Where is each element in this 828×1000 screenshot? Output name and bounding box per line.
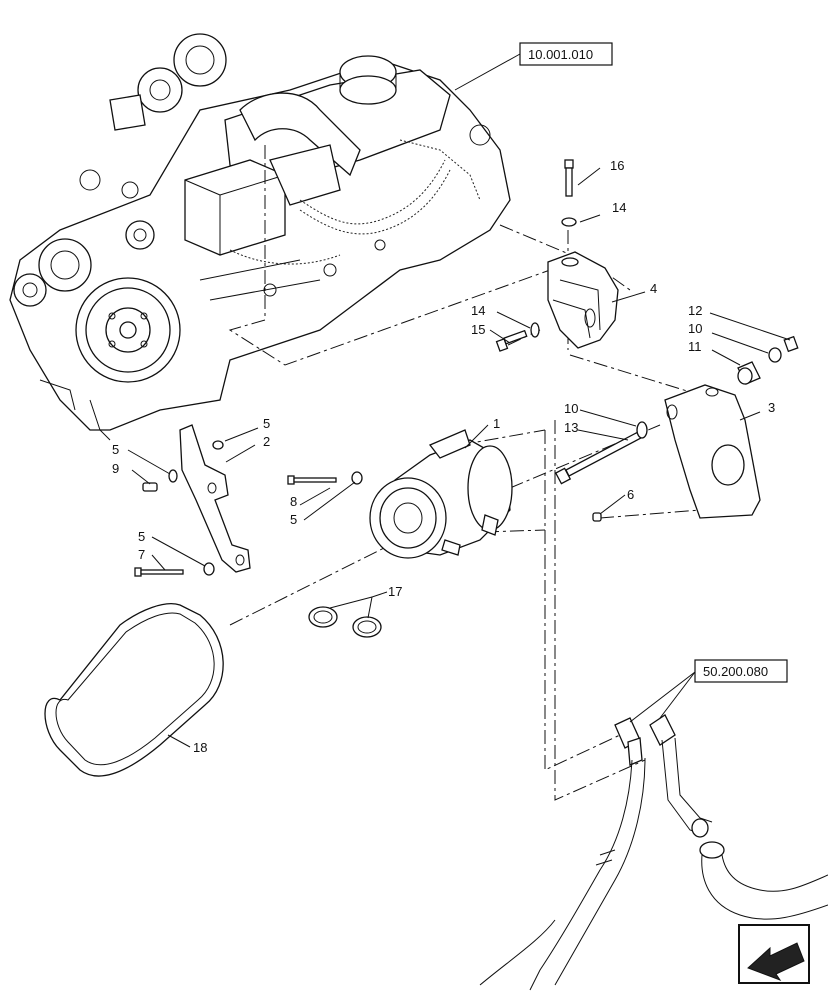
callout-13: 13 [564, 420, 578, 435]
washer-10-mid [636, 421, 648, 439]
callout-10b: 10 [564, 401, 578, 416]
callout-14a: 14 [612, 200, 626, 215]
bolt-13 [554, 431, 642, 485]
callout-15: 15 [471, 322, 485, 337]
reference-box-hose[interactable]: 50.200.080 [694, 659, 788, 683]
callout-labels: 1 2 3 4 5 5 5 5 6 7 8 9 10 10 11 12 13 1… [112, 158, 775, 755]
reference-engine-text: 10.001.010 [528, 47, 593, 62]
callout-2: 2 [263, 434, 270, 449]
callout-3: 3 [768, 400, 775, 415]
washer-5-bottom [203, 562, 215, 576]
washer-5-compressor [351, 471, 363, 485]
drive-belt [44, 603, 224, 777]
washer-14-top [561, 217, 577, 227]
engine-mount-bracket [547, 251, 619, 349]
callout-12: 12 [688, 303, 702, 318]
bolt-9 [142, 482, 158, 492]
reference-hose-text: 50.200.080 [703, 664, 768, 679]
callout-5c: 5 [290, 512, 297, 527]
callout-16: 16 [610, 158, 624, 173]
hose-clamps [308, 606, 382, 638]
washer-14-left [530, 322, 540, 338]
callout-9: 9 [112, 461, 119, 476]
spacer-11 [737, 361, 761, 385]
callout-5d: 5 [138, 529, 145, 544]
callout-14b: 14 [471, 303, 485, 318]
ac-compressor [369, 429, 513, 559]
callout-1: 1 [493, 416, 500, 431]
callout-8: 8 [290, 494, 297, 509]
reference-box-engine[interactable]: 10.001.010 [519, 42, 613, 66]
washer-5-top [212, 440, 224, 450]
compressor-plate-bracket [664, 384, 761, 519]
front-bracket [179, 424, 251, 573]
washer-10-right [768, 347, 782, 363]
engine-assembly [9, 33, 511, 441]
callout-11: 11 [688, 339, 702, 354]
bolt-15 [495, 329, 528, 352]
callout-5a: 5 [263, 416, 270, 431]
bolt-16 [564, 159, 574, 197]
pin-6 [592, 512, 602, 522]
callout-6: 6 [627, 487, 634, 502]
washer-5-mid [168, 469, 178, 483]
back-arrow-icon[interactable] [738, 924, 810, 984]
refrigerant-hoses [479, 714, 828, 991]
callout-7: 7 [138, 547, 145, 562]
callout-4: 4 [650, 281, 657, 296]
bolt-12 [783, 335, 799, 353]
callout-17: 17 [388, 584, 402, 599]
callout-5b: 5 [112, 442, 119, 457]
bolt-8 [287, 475, 337, 485]
leader-lines [127, 53, 791, 748]
callout-10a: 10 [688, 321, 702, 336]
bolt-7 [134, 567, 184, 577]
callout-18: 18 [193, 740, 207, 755]
